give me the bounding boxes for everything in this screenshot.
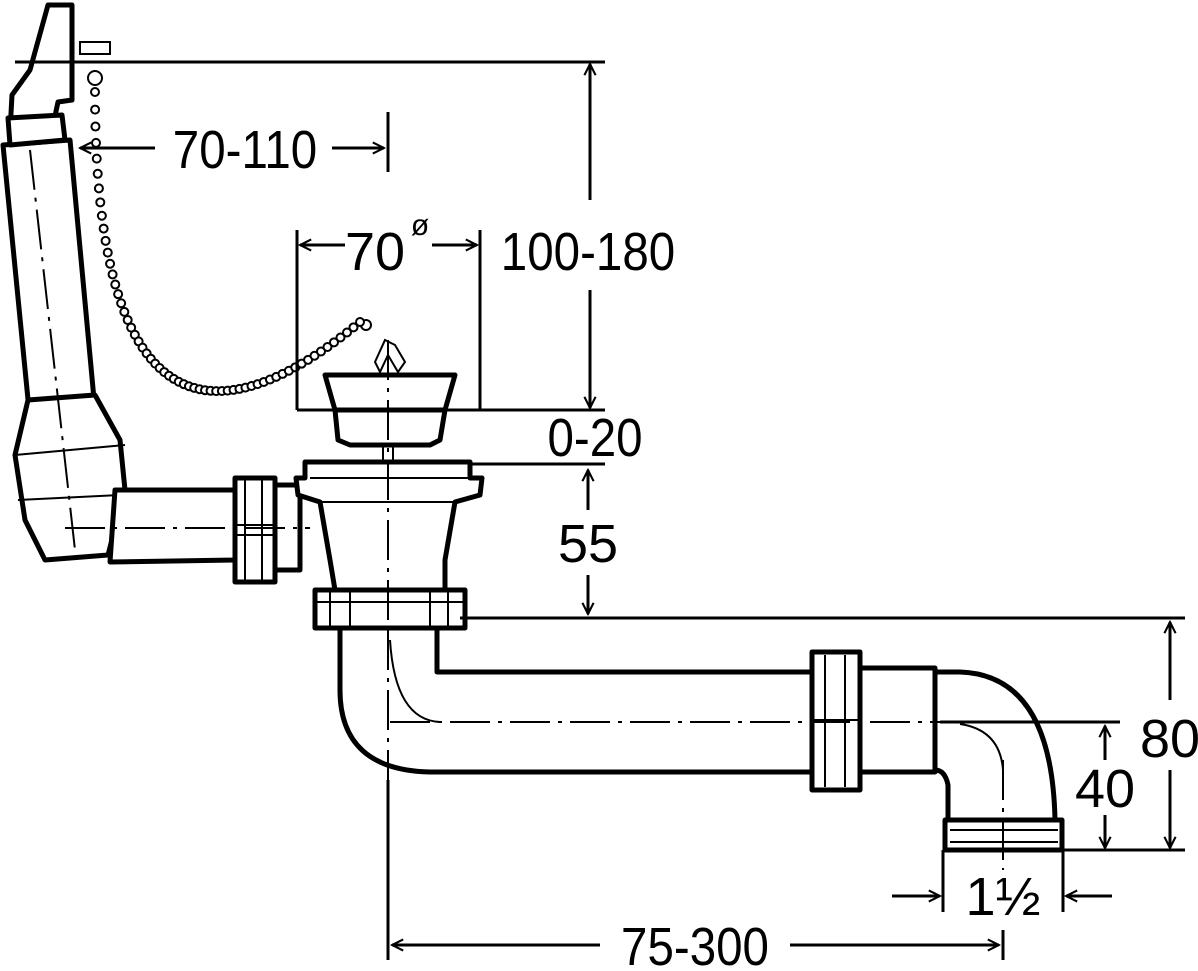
chain-bead: [328, 337, 339, 348]
chain-bead: [122, 314, 133, 325]
chain-bead: [116, 298, 127, 309]
chain-bead: [90, 137, 101, 148]
chain-bead: [91, 153, 102, 164]
chain-bead: [107, 269, 118, 280]
chain-bead: [322, 341, 333, 352]
chain-bead: [102, 247, 113, 258]
plug-handle-icon: [373, 338, 407, 375]
dim-outlet-length: 75-300: [621, 916, 769, 971]
chain-bead: [341, 327, 352, 338]
chain-bead: [335, 332, 346, 343]
trap-pipe: [337, 340, 1065, 870]
chain-bead: [355, 317, 365, 327]
chain-bead: [119, 306, 130, 317]
chain-bead: [105, 258, 116, 269]
strainer-nut: [312, 587, 468, 631]
dim-plug-lift: 0-20: [547, 407, 642, 468]
dim-outlet-center: 40: [1075, 759, 1135, 819]
overflow-pipe: [65, 475, 310, 585]
chain-bead: [113, 289, 124, 300]
dimension-lines: [15, 60, 1185, 960]
chain-bead: [110, 279, 121, 290]
dim-thread-size: 1½: [965, 867, 1040, 927]
diameter-symbol: ø: [411, 209, 429, 242]
dim-strainer-diameter: 70: [345, 222, 405, 282]
chain-bead: [90, 87, 100, 97]
chain-anchor-icon: [79, 41, 111, 55]
dim-height-range: 100-180: [501, 221, 675, 282]
dim-body-height: 55: [558, 514, 618, 574]
chain-bead: [92, 168, 103, 179]
chain-bead: [95, 197, 106, 208]
dim-outlet-height: 80: [1140, 709, 1198, 769]
chain-bead: [98, 223, 109, 234]
chain-bead: [348, 322, 359, 333]
chain-bead: [100, 235, 111, 246]
chain-bead: [315, 346, 326, 357]
chain-bead: [90, 104, 101, 115]
chain-bead: [93, 183, 104, 194]
chain-bead: [90, 121, 101, 132]
overflow-nut: [232, 475, 278, 585]
overflow-tube: [0, 2, 128, 563]
chain-bead: [96, 210, 107, 221]
dim-overflow-offset: 70-110: [173, 119, 317, 180]
chain: [90, 87, 365, 397]
